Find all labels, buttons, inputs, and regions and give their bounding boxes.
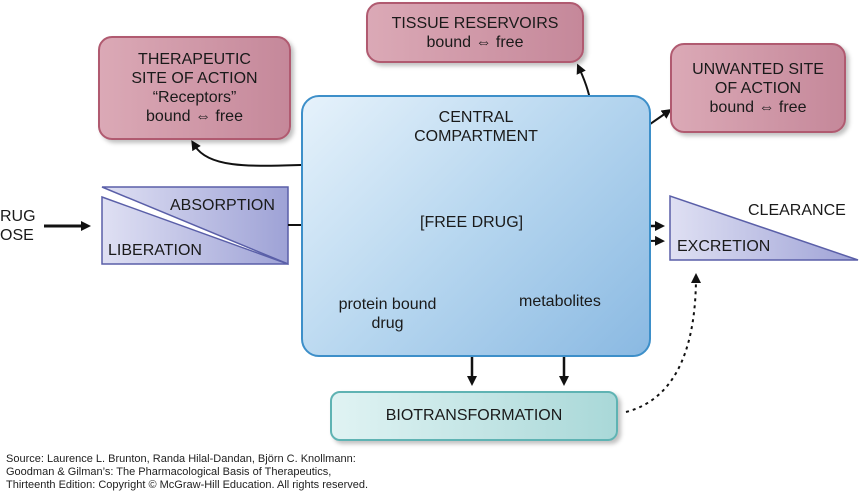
source-caption: Source: Laurence L. Brunton, Randa Hilal…	[6, 453, 368, 492]
drug-dose-line-1: RUG	[0, 208, 36, 225]
tissue-line-2: bound ⇔ free	[426, 33, 524, 51]
biotransformation-to-excretion-arrow	[625, 273, 701, 413]
unwanted-site-box: UNWANTED SITE OF ACTION bound ⇔ free	[670, 43, 846, 133]
absorption-label: ABSORPTION	[170, 197, 275, 214]
therapeutic-line-1: THERAPEUTIC	[138, 51, 251, 68]
unwanted-line-2: OF ACTION	[714, 79, 802, 97]
tissue-line-1: TISSUE RESERVOIRS	[391, 14, 559, 32]
biotransformation-label: BIOTRANSFORMATION	[385, 407, 563, 424]
therapeutic-line-4: bound ⇔ free	[146, 108, 243, 125]
central-line-1: CENTRAL	[438, 109, 514, 126]
central-compartment-box	[301, 95, 651, 357]
clearance-label: CLEARANCE	[748, 202, 846, 219]
central-line-2: COMPARTMENT	[414, 128, 538, 145]
source-line-2: Goodman & Gilman’s: The Pharmacological …	[6, 466, 332, 478]
therapeutic-line-2: SITE OF ACTION	[131, 70, 258, 87]
source-line-1: Source: Laurence L. Brunton, Randa Hilal…	[6, 453, 356, 465]
therapeutic-line-3: “Receptors”	[152, 89, 237, 106]
drug-dose-label: RUG OSE	[0, 207, 36, 245]
biotransformation-box: BIOTRANSFORMATION	[330, 391, 618, 441]
central-compartment-label: CENTRAL COMPARTMENT	[376, 108, 576, 146]
drug-dose-line-2: OSE	[0, 227, 34, 244]
protein-bound-label: protein bound drug	[320, 295, 455, 333]
protein-bound-line-1: protein bound	[338, 296, 437, 313]
therapeutic-site-box: THERAPEUTIC SITE OF ACTION “Receptors” b…	[98, 36, 291, 140]
protein-bound-line-2: drug	[371, 315, 404, 332]
unwanted-line-1: UNWANTED SITE	[692, 60, 824, 78]
unwanted-line-3: bound ⇔ free	[709, 98, 807, 116]
excretion-label: EXCRETION	[677, 238, 771, 255]
metabolites-label: metabolites	[519, 293, 601, 310]
liberation-triangle	[101, 195, 289, 265]
free-drug-label: [FREE DRUG]	[420, 214, 524, 231]
liberation-label: LIBERATION	[108, 242, 202, 259]
clearance-triangle	[669, 194, 859, 261]
source-line-3: Thirteenth Edition: Copyright © McGraw-H…	[6, 479, 369, 491]
tissue-reservoirs-box: TISSUE RESERVOIRS bound ⇔ free	[366, 2, 584, 63]
